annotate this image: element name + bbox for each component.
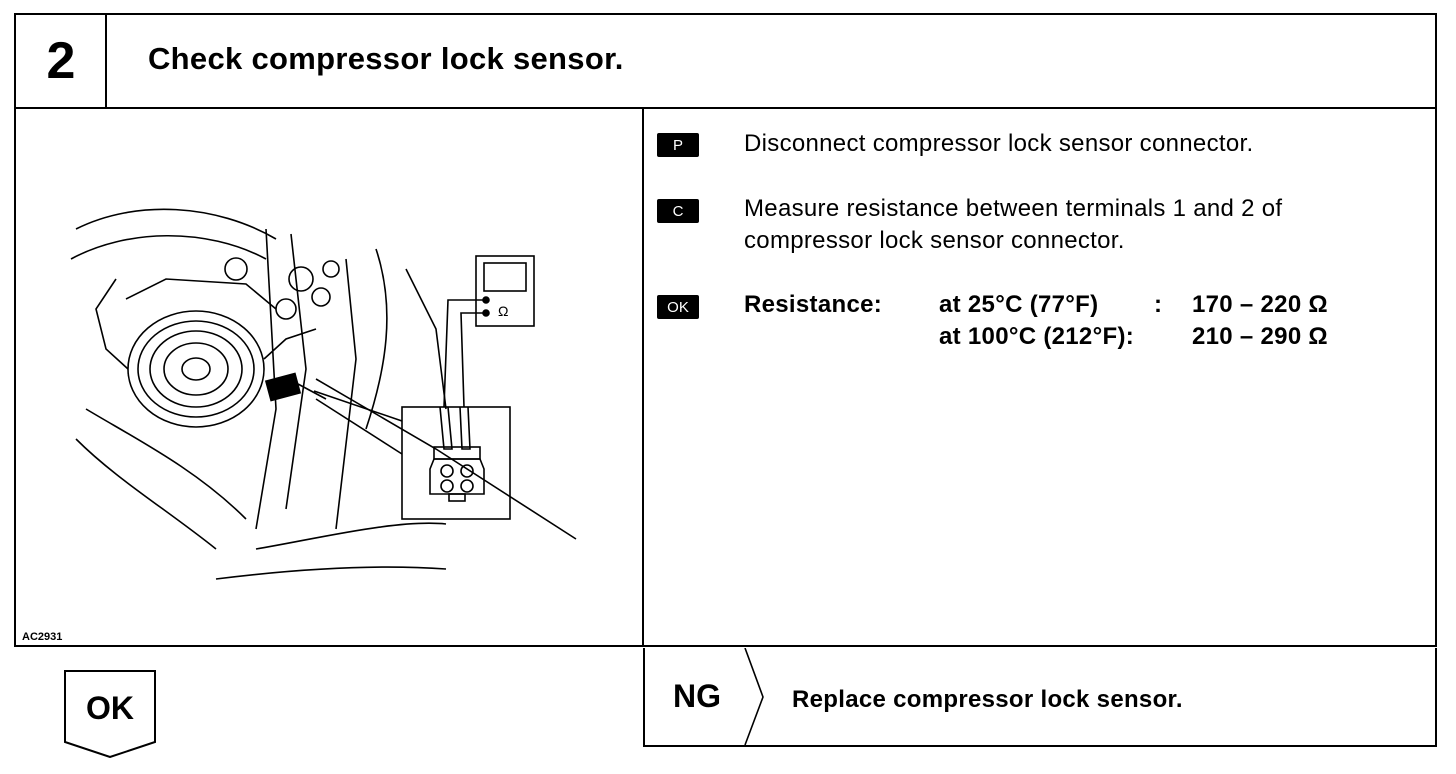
ng-divider bbox=[744, 648, 764, 746]
ohm-symbol: Ω bbox=[498, 303, 508, 319]
compressor-illustration: Ω bbox=[70, 208, 577, 580]
step-header: 2 Check compressor lock sensor. bbox=[16, 15, 1435, 109]
step-title: Check compressor lock sensor. bbox=[148, 41, 624, 76]
illustration-panel: Ω AC2931 bbox=[16, 109, 644, 647]
ng-action: Replace compressor lock sensor. bbox=[792, 686, 1183, 713]
instruction-measure-line1: Measure resistance between terminals 1 a… bbox=[744, 195, 1283, 222]
spec-label: Resistance: bbox=[744, 291, 883, 318]
ng-label: NG bbox=[673, 678, 721, 714]
tag-ok: OK bbox=[657, 295, 699, 319]
ok-label: OK bbox=[86, 690, 134, 726]
instruction-measure-line2: compressor lock sensor connector. bbox=[744, 227, 1125, 254]
ok-badge bbox=[64, 670, 156, 758]
instruction-disconnect: Disconnect compressor lock sensor connec… bbox=[744, 130, 1254, 157]
instructions-panel: P Disconnect compressor lock sensor conn… bbox=[646, 109, 1435, 647]
tag-c: C bbox=[657, 199, 699, 223]
step-number: 2 bbox=[16, 15, 107, 107]
ng-result-box: NG Replace compressor lock sensor. bbox=[643, 648, 1437, 747]
spec-condition-100: at 100°C (212°F): bbox=[939, 323, 1135, 350]
spec-condition-25: at 25°C (77°F) bbox=[939, 291, 1099, 318]
step-frame: 2 Check compressor lock sensor. bbox=[14, 13, 1437, 647]
spec-separator: : bbox=[1154, 291, 1163, 318]
tag-p: P bbox=[657, 133, 699, 157]
spec-value-25: 170 – 220 Ω bbox=[1192, 291, 1328, 318]
figure-code: AC2931 bbox=[22, 631, 63, 643]
spec-value-100: 210 – 290 Ω bbox=[1192, 323, 1328, 350]
